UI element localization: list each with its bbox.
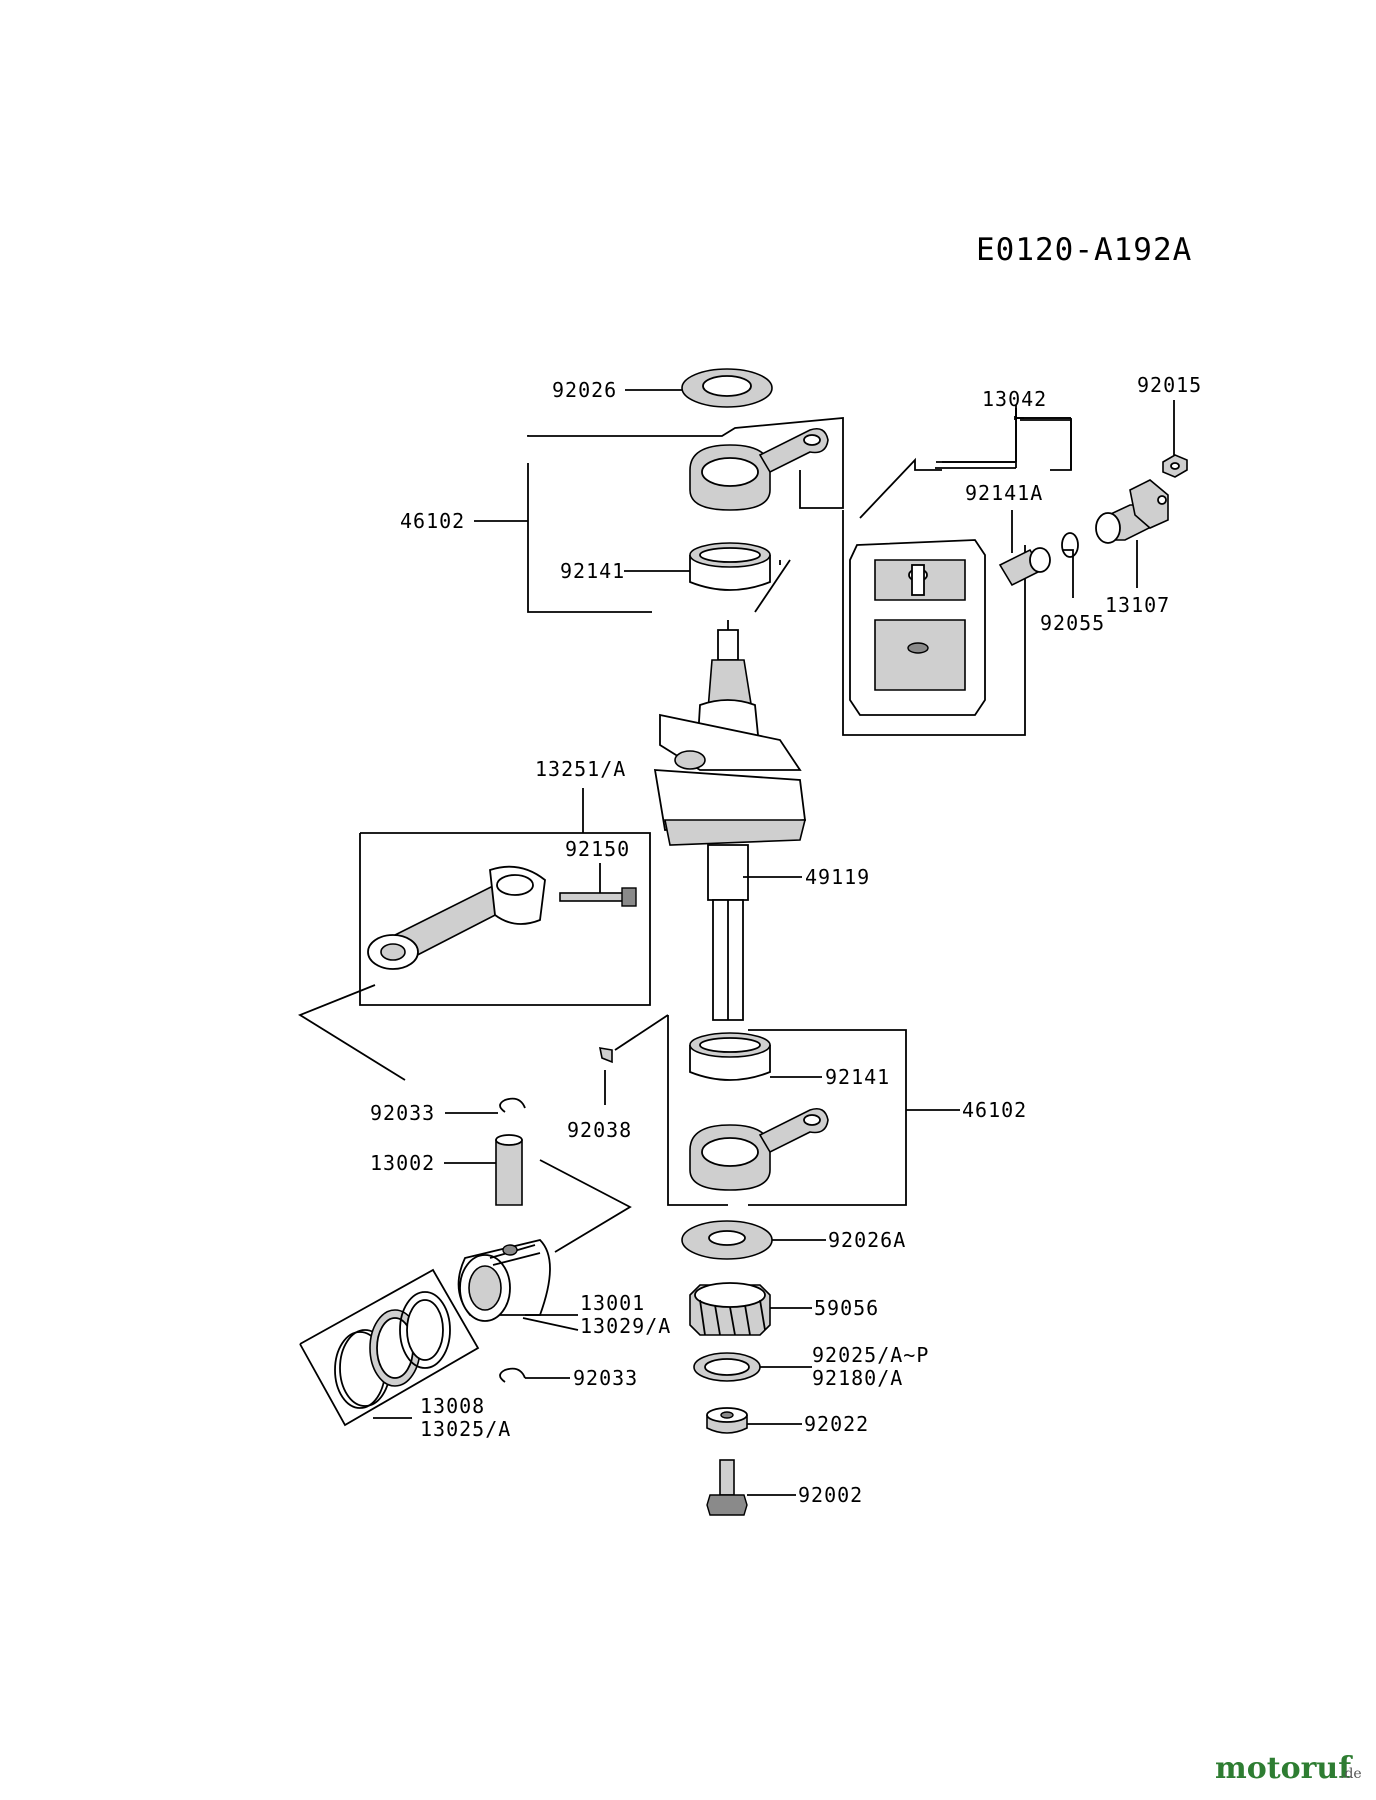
piston-pin-13002: [495, 1134, 523, 1206]
nut-92015: [1162, 454, 1188, 478]
label-13107: 13107: [1105, 593, 1170, 617]
label-92026A: 92026A: [828, 1228, 906, 1252]
circlip-92033-top: [499, 1097, 526, 1113]
label-92026: 92026: [552, 378, 617, 402]
washer-92022: [706, 1407, 748, 1434]
bushing-92141-top: [689, 542, 771, 591]
svg-text:motoruf: motoruf: [1215, 1751, 1353, 1786]
label-13002: 13002: [370, 1151, 435, 1175]
label-92141-top: 92141: [560, 559, 625, 583]
crankshaft-49119: [653, 620, 807, 1021]
diagram-code: E0120-A192A: [976, 232, 1192, 268]
label-92180A: 92180/A: [812, 1366, 903, 1390]
label-92141-bottom: 92141: [825, 1065, 890, 1089]
label-92002: 92002: [798, 1483, 863, 1507]
label-92038: 92038: [567, 1118, 632, 1142]
label-46102-bottom: 46102: [962, 1098, 1027, 1122]
label-92033-top: 92033: [370, 1101, 435, 1125]
label-92015: 92015: [1137, 373, 1202, 397]
label-13042: 13042: [982, 387, 1047, 411]
piston-13001: [457, 1239, 551, 1322]
shaft-13107: [1095, 479, 1169, 544]
bearing-half-bottom: [689, 1107, 829, 1191]
brand-logo: motoruf .de: [1215, 1751, 1362, 1786]
shim-92025: [693, 1352, 761, 1382]
label-46102-top: 46102: [400, 509, 465, 533]
oring-92055: [1061, 532, 1079, 558]
label-49119: 49119: [805, 865, 870, 889]
sleeve-92141A: [998, 547, 1051, 587]
bearing-half-top: [689, 427, 829, 511]
governor-housing: [849, 539, 986, 716]
bolt-92002: [706, 1459, 748, 1516]
connecting-rod: [367, 865, 546, 970]
label-13251A: 13251/A: [535, 757, 626, 781]
washer-92026A: [681, 1220, 773, 1260]
label-92022: 92022: [804, 1412, 869, 1436]
circlip-92033-bottom: [499, 1367, 526, 1383]
label-59056: 59056: [814, 1296, 879, 1320]
label-13008: 13008: [420, 1394, 485, 1418]
label-92141A: 92141A: [965, 481, 1043, 505]
bushing-92141-bottom: [689, 1032, 771, 1081]
gear-59056: [689, 1282, 771, 1336]
svg-text:.de: .de: [1340, 1766, 1362, 1782]
label-13001: 13001: [580, 1291, 645, 1315]
bolt-92150: [559, 887, 637, 907]
washer-92026-top: [681, 368, 773, 408]
label-13029A: 13029/A: [580, 1314, 671, 1338]
piston-rings-13008: [334, 1291, 451, 1409]
label-92150: 92150: [565, 837, 630, 861]
label-92025AP: 92025/A~P: [812, 1343, 929, 1367]
label-92055: 92055: [1040, 611, 1105, 635]
label-13025A: 13025/A: [420, 1417, 511, 1441]
label-92033-bottom: 92033: [573, 1366, 638, 1390]
key-92038: [598, 1047, 613, 1064]
